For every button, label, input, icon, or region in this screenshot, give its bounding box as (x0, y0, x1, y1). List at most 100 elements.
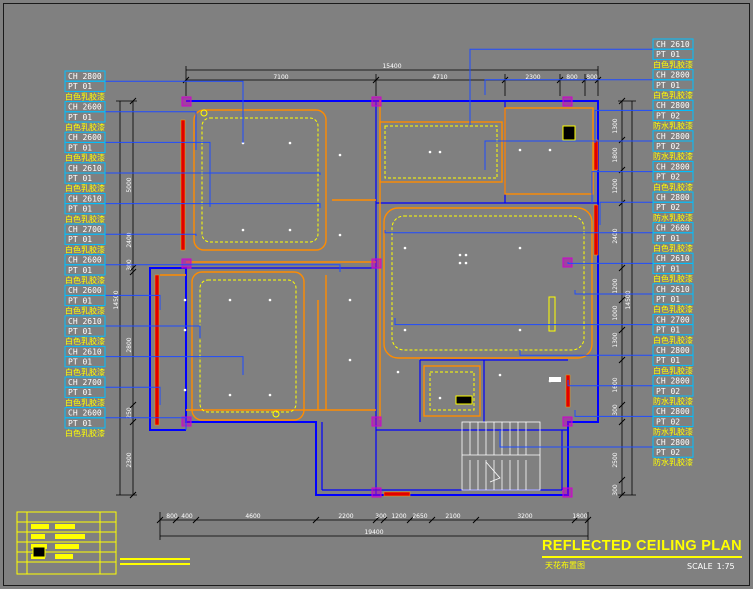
tag-ch: CH 2610 (68, 164, 102, 173)
dim-right-segment: 1200 (612, 178, 619, 193)
tag-pt: PT 01 (656, 81, 680, 90)
leader-line (105, 141, 211, 207)
dim-tick (618, 326, 626, 334)
tag-pt: PT 01 (68, 296, 92, 305)
tag-pt: PT 01 (656, 234, 680, 243)
dim-bottom-segment: 4600 (245, 513, 260, 520)
dim-right-segment: 1200 (612, 278, 619, 293)
leader-line (105, 417, 187, 430)
tag-note: 白色乳胶漆 (65, 214, 105, 224)
dim-right-segment: 1000 (612, 305, 619, 320)
drawing-title: REFLECTED CEILING PLAN (542, 538, 742, 554)
dim-right-segment: 1300 (612, 332, 619, 347)
leader-line (499, 430, 653, 448)
tag-ch: CH 2600 (68, 103, 102, 112)
tag-pt: PT 01 (656, 295, 680, 304)
dimension-ticks (129, 76, 626, 524)
dim-top-segment: 800 (566, 74, 578, 81)
dim-tick (129, 264, 137, 272)
dim-tick (129, 268, 137, 276)
tag-ch: CH 2610 (656, 285, 690, 294)
tag-note: 白色乳胶漆 (65, 428, 105, 438)
leader-line (574, 290, 653, 295)
tag-ch: CH 2600 (68, 409, 102, 418)
tag-pt-box (652, 109, 694, 122)
dim-left-segment: 5000 (126, 177, 133, 192)
tag-pt-box (652, 201, 694, 213)
dim-right-segments: 1300180012002400120010001300160030025003… (612, 118, 619, 496)
tag-note: 防水乳胶漆 (653, 121, 693, 131)
dim-tick (380, 516, 388, 524)
tag-ch: CH 2610 (68, 194, 102, 203)
dim-tick (172, 516, 180, 524)
lighting-fixtures (183, 109, 552, 418)
dim-tick (372, 76, 380, 84)
dim-tick (312, 516, 320, 524)
tag-pt-box (652, 354, 694, 366)
tag-note: 防水乳胶漆 (653, 457, 693, 467)
tag-pt: PT 01 (68, 388, 92, 397)
leader-line (105, 233, 197, 236)
tag-pt: PT 01 (68, 358, 92, 367)
staircase (461, 421, 541, 491)
dim-tick (571, 516, 579, 524)
tag-ch: CH 2600 (68, 133, 102, 142)
dim-tick (618, 476, 626, 484)
tag-pt: PT 01 (656, 50, 680, 59)
tag-note: 白色乳胶漆 (65, 306, 105, 316)
tag-note: 防水乳胶漆 (653, 427, 693, 437)
dim-tick (156, 516, 164, 524)
tag-pt-box (64, 325, 106, 337)
leader-line (484, 140, 653, 170)
leader-line (105, 264, 341, 272)
tag-note: 白色乳胶漆 (65, 91, 105, 101)
tag-ch: CH 2610 (656, 40, 690, 49)
dim-bottom-total: 19400 (364, 529, 383, 536)
tag-pt-box (64, 80, 106, 92)
tag-note: 白色乳胶漆 (65, 183, 105, 193)
tag-pt-box (652, 262, 694, 275)
tag-ch: CH 2800 (656, 132, 690, 141)
tag-pt: PT 01 (68, 327, 92, 336)
drawing-frame (3, 3, 750, 586)
tag-pt-box (652, 415, 694, 428)
dim-right-segment: 2500 (612, 452, 619, 467)
curtain-tracks (154, 119, 599, 497)
dim-tick (618, 356, 626, 364)
dim-tick (129, 97, 137, 105)
tag-note: 白色乳胶漆 (653, 243, 693, 253)
tag-note: 白色乳胶漆 (653, 365, 693, 375)
dim-tick (618, 264, 626, 272)
dim-bottom-segment: 3200 (517, 513, 532, 520)
leader-line (105, 111, 197, 150)
tag-ch: CH 2700 (68, 225, 102, 234)
tag-pt-box (652, 79, 694, 91)
tag-ch: CH 2800 (656, 438, 690, 447)
tag-ch: CH 2800 (656, 377, 690, 386)
equipment (455, 125, 576, 405)
dim-bottom-segment: 400 (181, 513, 193, 520)
tag-pt-box (64, 141, 106, 154)
tag-pt-box (652, 324, 694, 336)
tag-ch: CH 2610 (68, 317, 102, 326)
leader-line (484, 79, 653, 95)
drawing-subtitle: 天花布置图 (545, 561, 585, 570)
leader-line (105, 325, 201, 338)
dim-tick (584, 516, 592, 524)
dim-right-total: 14500 (625, 290, 632, 309)
dim-bottom-segment: 2650 (412, 513, 427, 520)
dim-tick (129, 418, 137, 426)
tag-pt: PT 02 (656, 448, 680, 457)
